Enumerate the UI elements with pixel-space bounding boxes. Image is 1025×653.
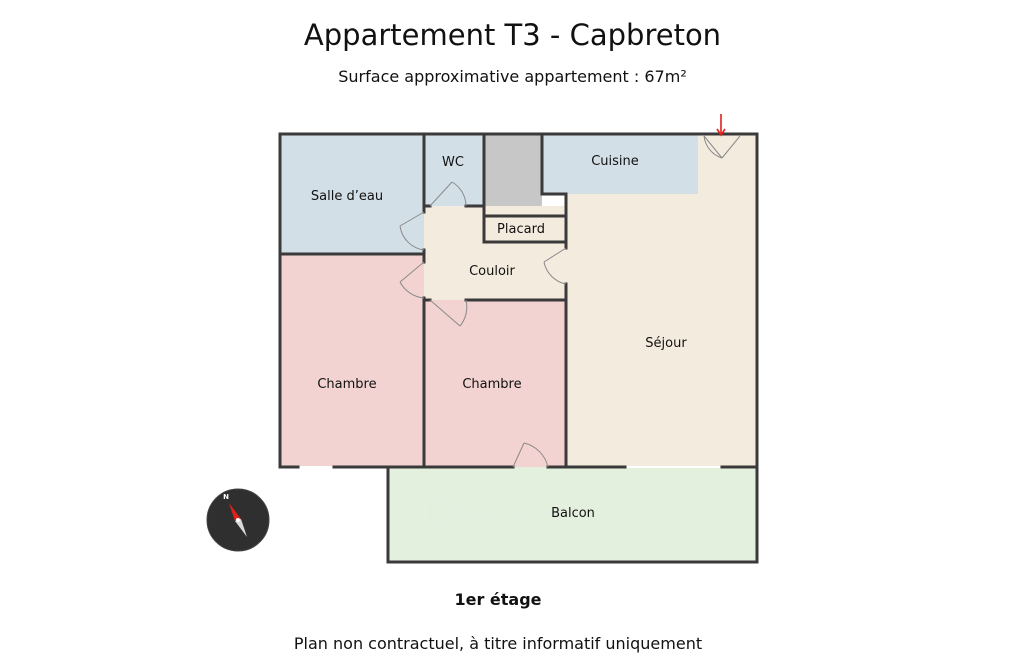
doors (399, 135, 741, 468)
room-wc (424, 134, 484, 206)
door-chambre-1 (399, 261, 425, 299)
page-title: Appartement T3 - Capbreton (303, 18, 722, 52)
walls (278, 132, 759, 564)
room-couloir (424, 206, 566, 300)
room-chambre-1 (280, 254, 424, 467)
disclaimer: Plan non contractuel, à titre informatif… (293, 634, 703, 653)
label-placard: Placard (497, 222, 545, 237)
label-wc: WC (442, 155, 464, 170)
door-entrance (703, 135, 741, 159)
room-balcon (388, 467, 757, 563)
door-balcon (512, 442, 549, 468)
label-chambre-2: Chambre (462, 377, 521, 392)
room-sejour (566, 134, 757, 467)
room-storage-grey (484, 134, 542, 216)
watermark-text: @victor.immo (466, 506, 583, 526)
door-sejour (543, 247, 567, 285)
label-sejour: Séjour (645, 336, 687, 351)
watermark: @victor.immo (429, 498, 583, 530)
label-balcon: Balcon (551, 506, 595, 521)
floor-label: 1er étage (454, 590, 542, 609)
room-salle-deau (280, 134, 424, 254)
surface-subtitle: Surface approximative appartement : 67m² (338, 67, 687, 86)
compass-icon: N (206, 488, 270, 552)
room-cuisine (542, 134, 698, 194)
entrance-arrow-icon (716, 114, 726, 137)
label-cuisine: Cuisine (591, 154, 639, 169)
label-chambre-1: Chambre (317, 377, 376, 392)
door-wc (429, 181, 467, 207)
room-chambre-2 (424, 300, 566, 467)
door-chambre-2 (429, 299, 468, 327)
label-couloir: Couloir (469, 264, 515, 279)
label-salle-deau: Salle d’eau (311, 189, 383, 204)
camera-icon (429, 498, 461, 530)
door-salle-deau (399, 211, 425, 251)
compass-north-label: N (223, 493, 229, 501)
